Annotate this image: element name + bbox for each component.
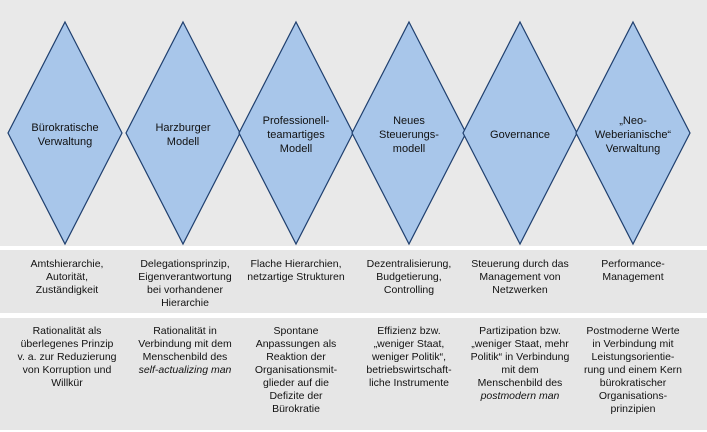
- rationale-block-1: Rationalität als überlegenes Prinzip v. …: [16, 325, 118, 390]
- rationale-text-6: Postmoderne Werte in Verbindung mit Leis…: [583, 325, 683, 415]
- rationale-block-6: Postmoderne Werte in Verbindung mit Leis…: [582, 325, 684, 416]
- diamond-governance: [462, 20, 578, 246]
- rationale-block-3: Spontane Anpassungen als Reaktion der Or…: [245, 325, 347, 416]
- feature-text-4: Dezentralisierung, Budgetierung, Control…: [366, 258, 452, 296]
- rationale-italic-5: postmodern man: [480, 390, 560, 402]
- diamond-label-2: Harzburger Modell: [155, 122, 211, 148]
- feature-text-6: Performance-Management: [601, 258, 665, 283]
- feature-text-5: Steuerung durch das Management von Netzw…: [471, 258, 569, 296]
- diamond-row: [7, 20, 691, 246]
- rationale-block-5: Partizipation bzw. „weniger Staat, mehr …: [469, 325, 571, 403]
- feature-text-2: Delegationsprinzip, Eigenverantwortung b…: [138, 258, 232, 309]
- diamond-label-5: Governance: [490, 129, 550, 141]
- diamond-buerokratische-verwaltung: [7, 20, 123, 246]
- diamond-label-3: Professionell-teamartiges Modell: [262, 115, 330, 155]
- diamond-professionell-teamartig: [238, 20, 354, 246]
- rationale-text-5: Partizipation bzw. „weniger Staat, mehr …: [470, 325, 570, 389]
- rationale-text-2: Rationalität in Verbindung mit dem Mensc…: [138, 325, 232, 363]
- feature-text-1: Amtshierarchie, Autorität, Zuständigkeit: [30, 258, 104, 296]
- rationale-italic-2: self-actualizing man: [138, 364, 232, 376]
- rationale-block-2: Rationalität in Verbindung mit dem Mensc…: [134, 325, 236, 377]
- features-band: [0, 250, 707, 313]
- diamond-label-1: Bürokratische Verwaltung: [31, 122, 99, 148]
- rationale-text-3: Spontane Anpassungen als Reaktion der Or…: [254, 325, 338, 415]
- rationale-block-4: Effizienz bzw. „weniger Staat, weniger P…: [358, 325, 460, 390]
- diamond-harzburger-modell: [125, 20, 241, 246]
- diamond-neo-weberianische: [575, 20, 691, 246]
- diamond-label-6: „Neo-Weberianische“ Verwaltung: [594, 115, 672, 155]
- rationale-text-4: Effizienz bzw. „weniger Staat, weniger P…: [366, 325, 452, 389]
- diamond-label-4: Neues Steuerungs-modell: [379, 115, 439, 155]
- rationale-text-1: Rationalität als überlegenes Prinzip v. …: [17, 325, 117, 389]
- diamond-neues-steuerungsmodell: [351, 20, 467, 246]
- rationales-band: [0, 318, 707, 430]
- feature-text-3: Flache Hierarchien, netzartige Strukture…: [247, 258, 345, 283]
